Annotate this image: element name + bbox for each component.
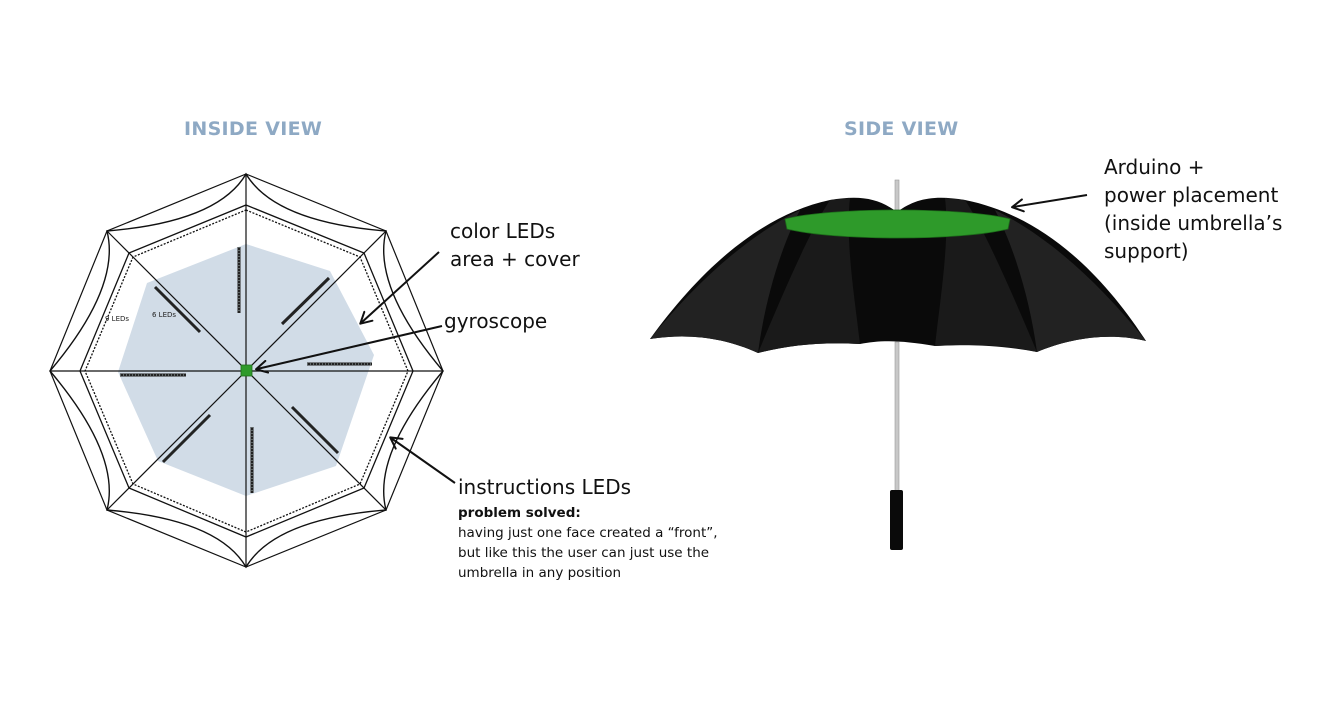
led-strip: [153, 285, 202, 334]
arrow-gyroscope: [255, 325, 443, 374]
nine-leds-label: 9 LEDs: [105, 315, 129, 323]
instructions-leds-callout: instructions LEDs: [458, 475, 632, 499]
color-leds-callout: color LEDs area + cover: [450, 217, 650, 273]
side-view-title: SIDE VIEW: [844, 118, 959, 140]
arrow-instructions-leds: [389, 436, 456, 484]
arduino-line-3: (inside umbrella’s: [1104, 211, 1283, 235]
arduino-band: [784, 209, 1011, 239]
instruction-led-ring-inner: [84, 209, 409, 533]
problem-solved-text: having just one face created a “front”, …: [458, 525, 718, 581]
inside-view-title: INSIDE VIEW: [184, 118, 323, 140]
umbrella-shaft: [894, 341, 900, 493]
gyroscope-marker: [240, 364, 253, 377]
umbrella-tip: [894, 179, 900, 211]
six-leds-label: 6 LEDs: [152, 311, 176, 319]
problem-solved-note: problem solved: having just one face cre…: [458, 503, 738, 583]
arrow-arduino: [1011, 194, 1088, 213]
led-strip: [280, 276, 331, 326]
side-view-umbrella: [650, 179, 1146, 550]
color-leds-line-1: color LEDs: [450, 219, 556, 243]
arduino-line-2: power placement: [1104, 183, 1279, 207]
problem-solved-title: problem solved:: [458, 505, 581, 521]
arduino-line-1: Arduino +: [1104, 155, 1205, 179]
led-strip: [290, 405, 340, 455]
umbrella-handle: [890, 490, 903, 550]
arduino-callout: Arduino + power placement (inside umbrel…: [1104, 153, 1330, 265]
arrow-color-leds: [359, 251, 440, 325]
gyroscope-callout: gyroscope: [444, 309, 548, 333]
led-strip: [161, 413, 212, 464]
color-leds-line-2: area + cover: [450, 247, 580, 271]
arduino-line-4: support): [1104, 239, 1189, 263]
